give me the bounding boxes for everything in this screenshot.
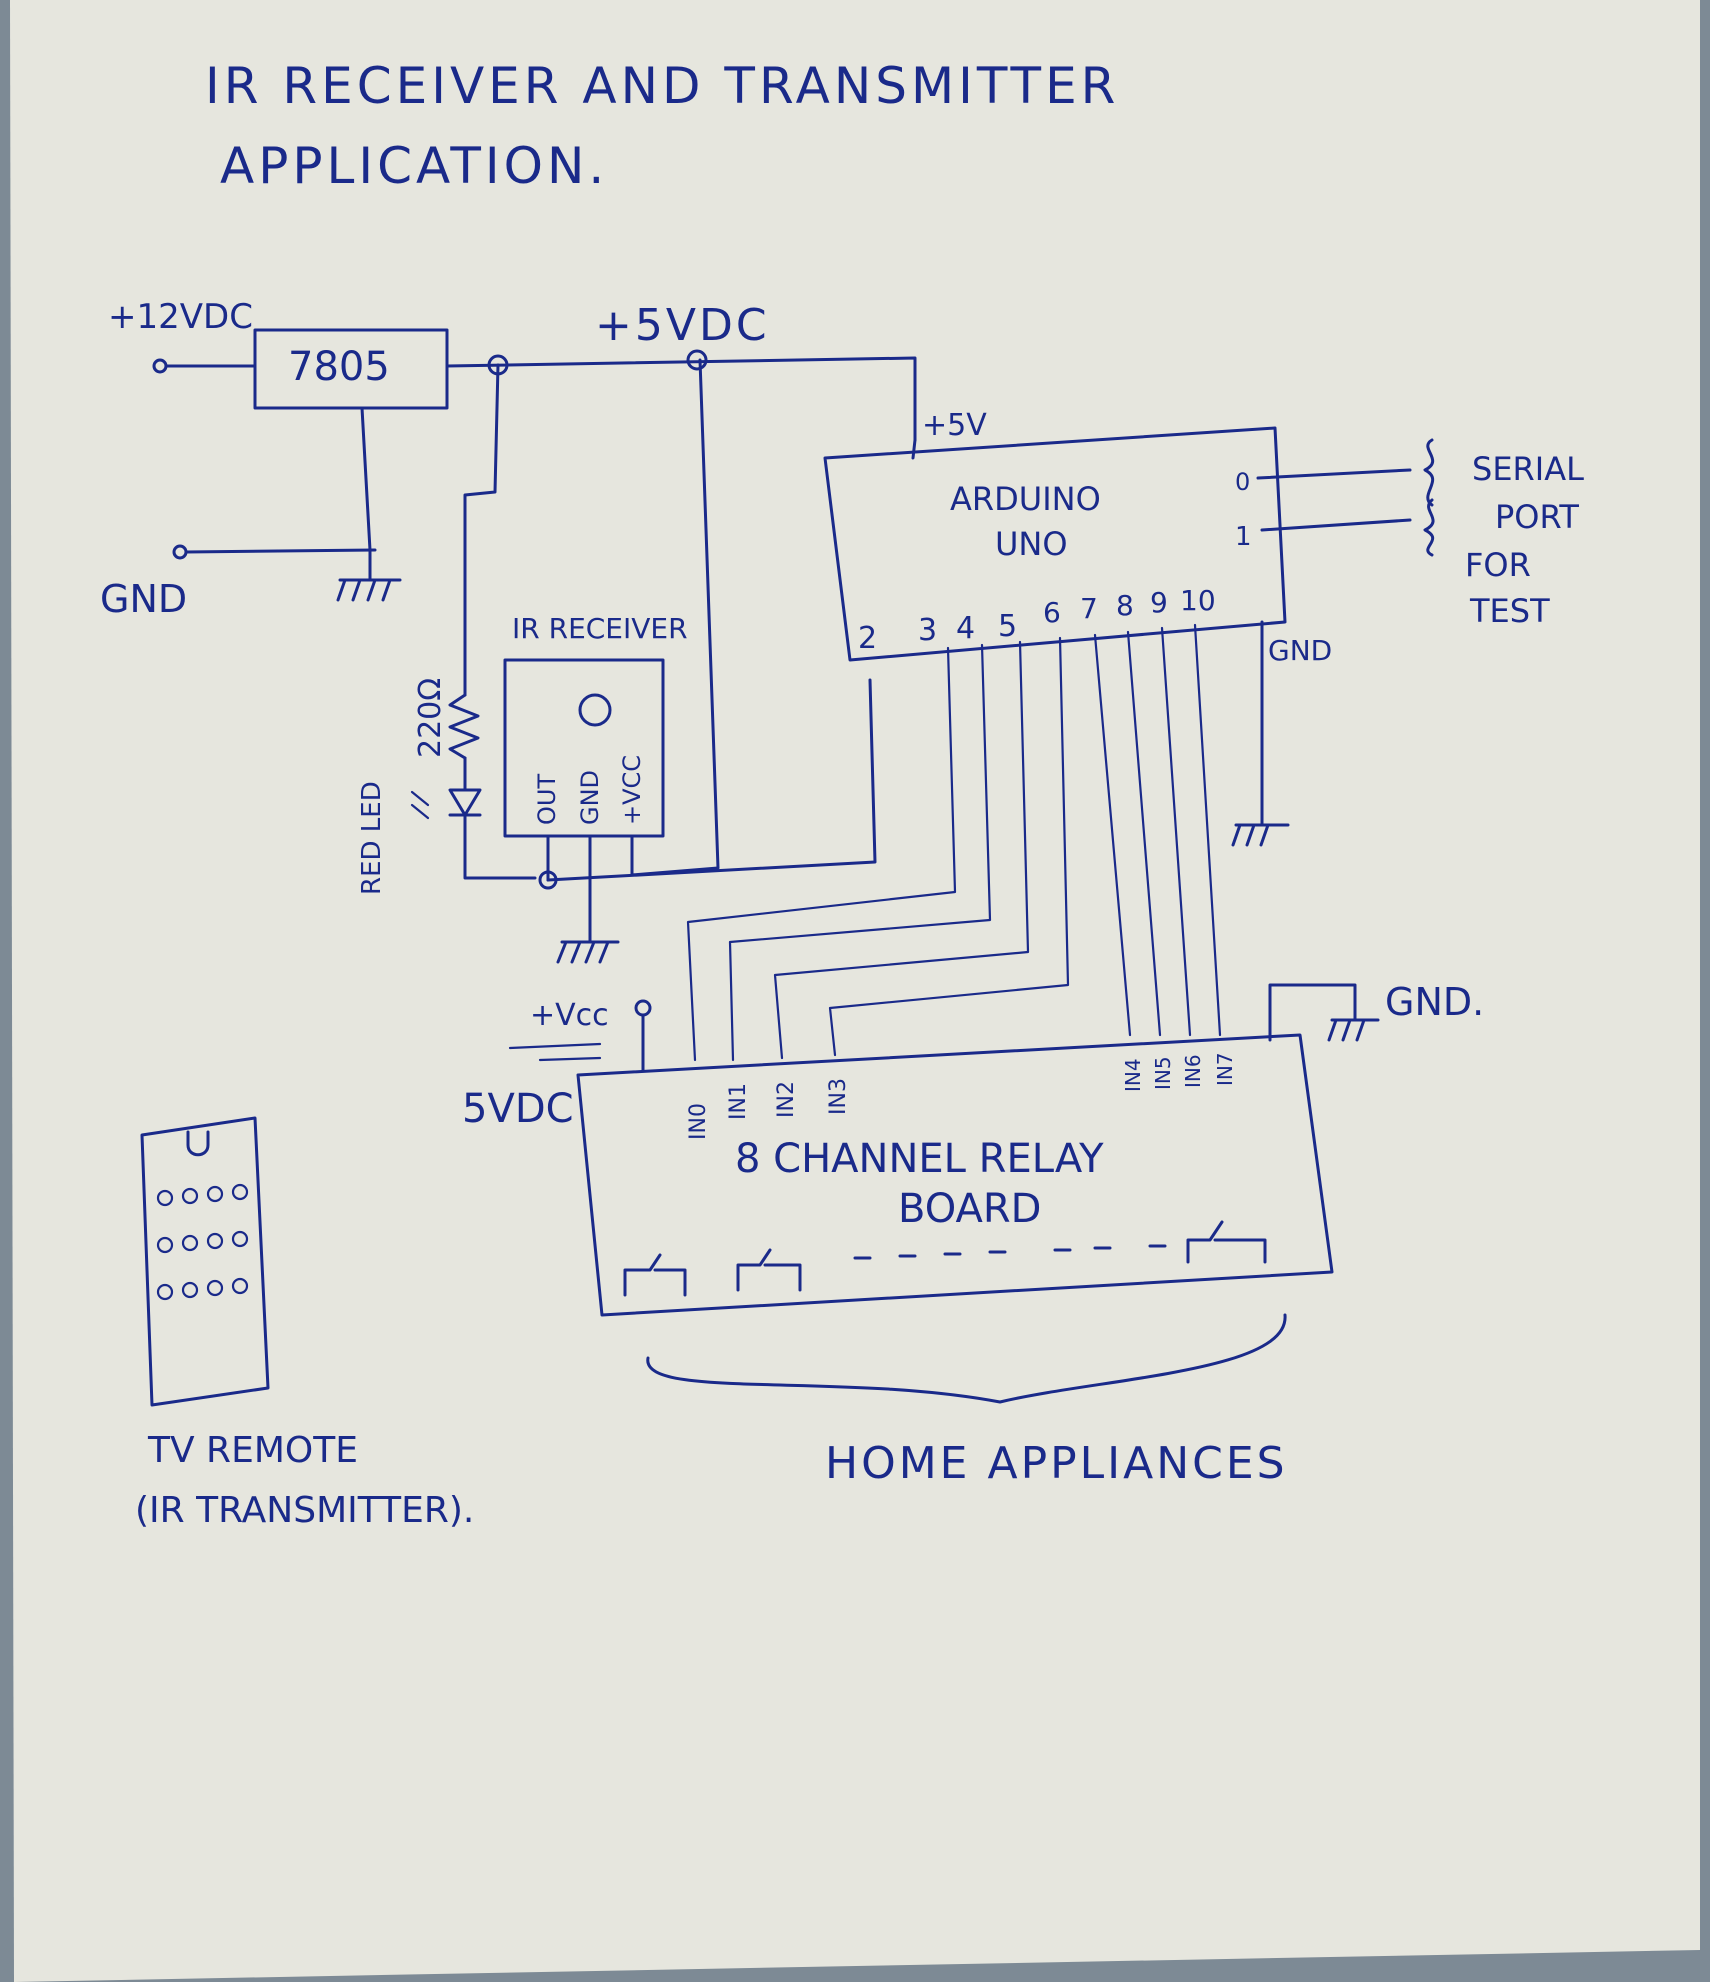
led-branch-wire [463, 363, 500, 697]
relay-board [576, 1033, 1334, 1317]
ir-output-to-pin2 [546, 678, 877, 882]
tv-remote [140, 1116, 270, 1407]
regulator-ground-wire [360, 406, 372, 552]
arduino-name: ARDUINO [950, 480, 1101, 518]
arduino-pin-4: 4 [956, 611, 975, 646]
arduino-uno-board [823, 426, 1287, 662]
relay-input-in4: IN4 [1121, 1058, 1145, 1092]
led-label: RED LED [357, 781, 387, 895]
arduino-5v-label: +5V [922, 408, 987, 443]
regulator-label: 7805 [288, 344, 390, 390]
serial-brace-upper [1423, 438, 1435, 507]
diagram-title-line1: IR RECEIVER AND TRANSMITTER [205, 57, 1119, 115]
junction-node [538, 870, 558, 890]
arduino-pin-3: 3 [918, 613, 937, 648]
led-emission-arrows [410, 790, 430, 820]
arduino-gnd-label: GND [1268, 634, 1332, 667]
gnd-wire [184, 548, 377, 554]
arduino-pin-7: 7 [1080, 592, 1098, 625]
relay-input-in1: IN1 [726, 1083, 751, 1120]
ir-sensor-lens [578, 693, 612, 727]
relay-ground-symbol [1268, 983, 1380, 1042]
wire-pin3-in0 [686, 646, 957, 1062]
ir-pin-out: OUT [533, 774, 561, 825]
relay-contact [623, 1253, 687, 1297]
ir-pin-vcc: +VCC [618, 755, 646, 825]
serial-label-1: SERIAL [1472, 450, 1584, 488]
arduino-pin-0: 0 [1235, 468, 1250, 496]
arduino-pin-10: 10 [1180, 584, 1216, 617]
serial-brace-lower [1423, 498, 1435, 557]
wire-pin5-in2 [773, 640, 1030, 1060]
arduino-power-wire [911, 438, 917, 460]
junction-node [686, 349, 708, 371]
arduino-pin-8: 8 [1116, 589, 1134, 622]
relay-input-in5: IN5 [1151, 1056, 1175, 1090]
serial-label-4: TEST [1469, 592, 1550, 630]
relay-input-in7: IN7 [1213, 1052, 1237, 1086]
diagram-title-line2: APPLICATION. [220, 137, 608, 195]
serial-label-3: FOR [1465, 546, 1531, 584]
wire-pin7-in4 [1093, 633, 1132, 1037]
regulator-7805 [253, 328, 449, 410]
wire-pin6-in3 [828, 636, 1070, 1057]
ground-symbol [336, 548, 402, 602]
remote-button-grid [156, 1183, 249, 1301]
relay-board-subtitle: BOARD [898, 1186, 1041, 1232]
relay-contact [1186, 1220, 1267, 1264]
arduino-pin-9: 9 [1150, 586, 1168, 619]
arduino-ground-symbol [1231, 620, 1290, 847]
wire-pin9-in6 [1160, 626, 1192, 1037]
relay-dashes [853, 1244, 1167, 1260]
remote-ir-emitter [186, 1130, 210, 1157]
arduino-pin-1: 1 [1235, 522, 1252, 552]
gnd-label: GND [100, 577, 187, 621]
serial-wires [1256, 468, 1412, 532]
wire-pin4-in1 [728, 643, 992, 1062]
red-led [448, 756, 537, 880]
plus5-rail [445, 356, 917, 442]
relay-vcc-label: +Vcc [530, 998, 609, 1033]
scribble-strike [508, 1042, 602, 1062]
relay-input-in6: IN6 [1181, 1054, 1205, 1088]
arduino-pin-2: 2 [858, 621, 877, 656]
relay-gnd-label: GND. [1385, 980, 1484, 1024]
wire-pin8-in5 [1126, 630, 1162, 1037]
arduino-model: UNO [995, 525, 1068, 563]
remote-label: TV REMOTE [147, 1430, 358, 1471]
ir-receiver-title: IR RECEIVER [512, 612, 688, 645]
ir-ground-symbol [556, 898, 620, 964]
ir-pin-gnd: GND [576, 770, 604, 825]
wire-pin10-in7 [1193, 623, 1222, 1037]
remote-sublabel: (IR TRANSMITTER). [135, 1490, 474, 1531]
appliances-brace [646, 1313, 1287, 1404]
supply-input-label: +12VDC [108, 297, 253, 337]
appliances-label: HOME APPLIANCES [825, 1438, 1288, 1489]
relay-input-in3: IN3 [826, 1078, 851, 1115]
relay-board-title: 8 CHANNEL RELAY [735, 1136, 1104, 1182]
arduino-pin-5: 5 [998, 609, 1017, 644]
rail-5v-label: +5VDC [595, 300, 770, 351]
arduino-pin-6: 6 [1043, 596, 1061, 629]
relay-vcc-value: 5VDC [462, 1086, 574, 1132]
resistor-220 [448, 693, 480, 760]
relay-input-in0: IN0 [686, 1103, 711, 1140]
relay-input-in2: IN2 [774, 1081, 799, 1118]
relay-contact [736, 1248, 802, 1292]
ir-receiver-module [503, 658, 665, 838]
serial-label-2: PORT [1495, 498, 1579, 536]
resistor-label: 220Ω [413, 678, 448, 758]
